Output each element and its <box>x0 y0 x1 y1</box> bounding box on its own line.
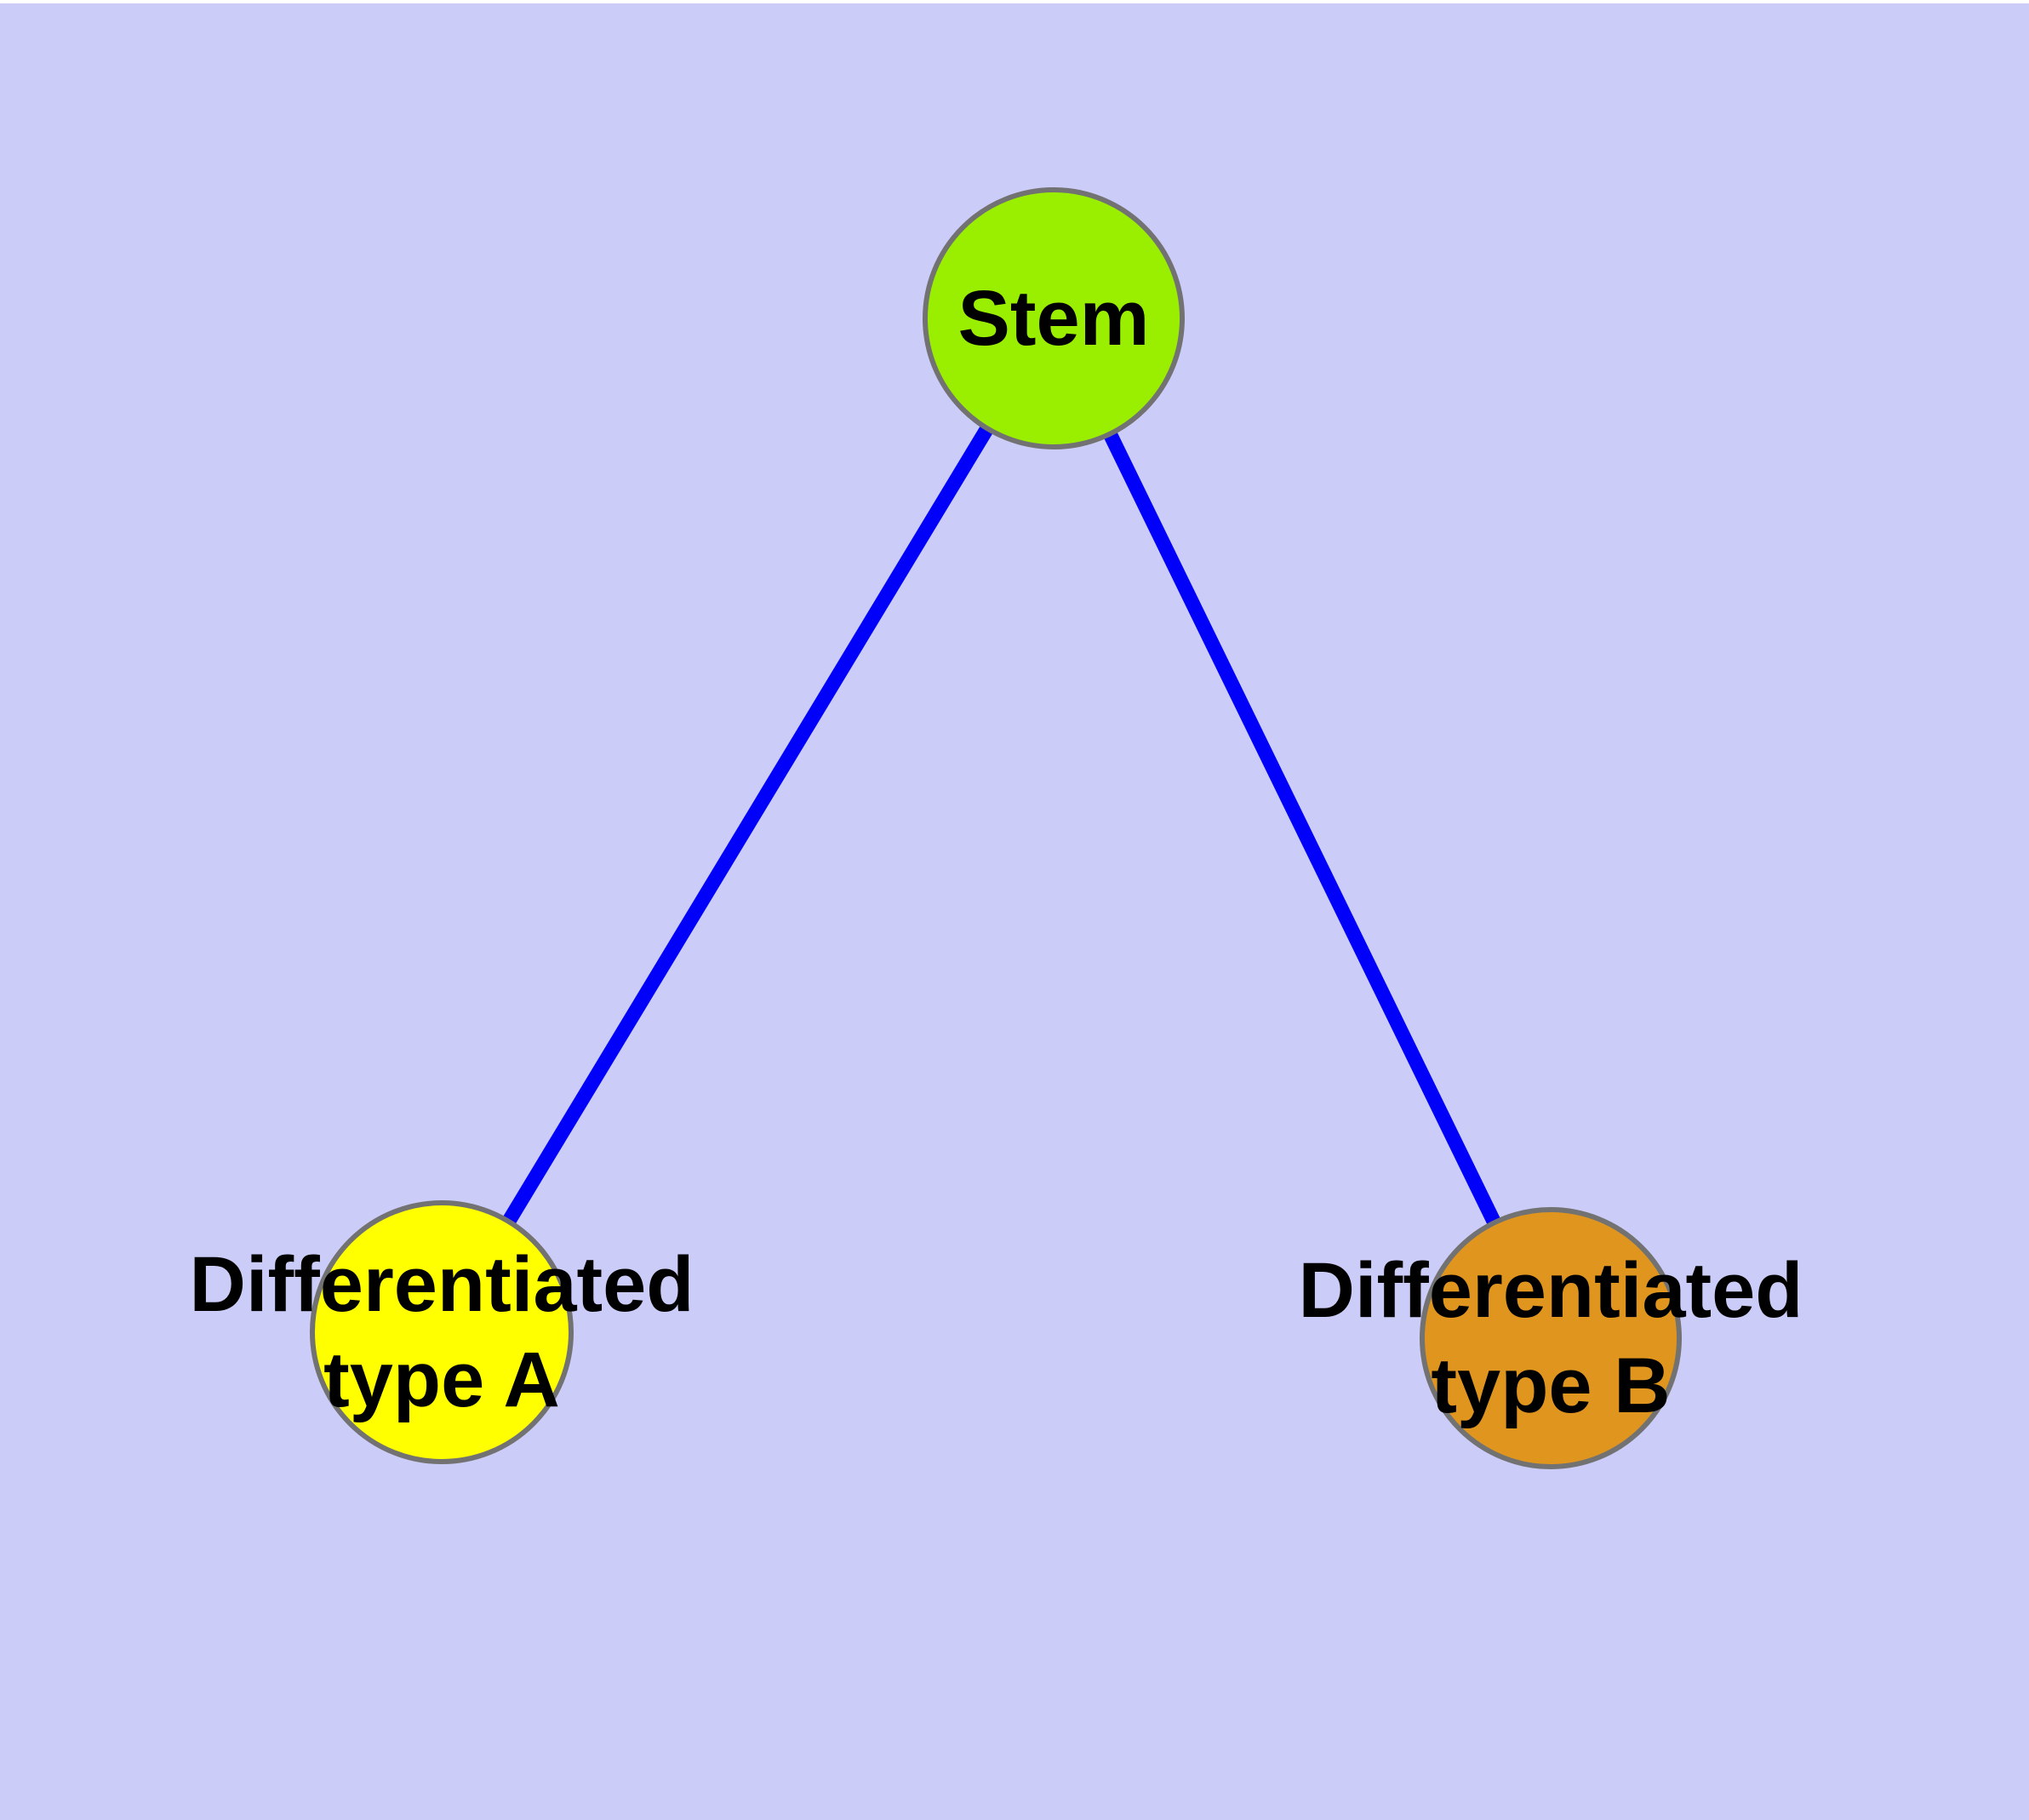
edge-stem-type-b <box>1047 315 1557 1342</box>
edge-stem-type-a <box>435 314 1060 1336</box>
top-border-strip <box>0 0 2029 3</box>
node-circle-stem <box>923 187 1185 449</box>
node-circle-type-b <box>1420 1207 1682 1469</box>
edges-layer <box>435 314 1557 1342</box>
node-circle-type-a <box>310 1200 574 1464</box>
nodes-layer <box>310 187 1682 1469</box>
